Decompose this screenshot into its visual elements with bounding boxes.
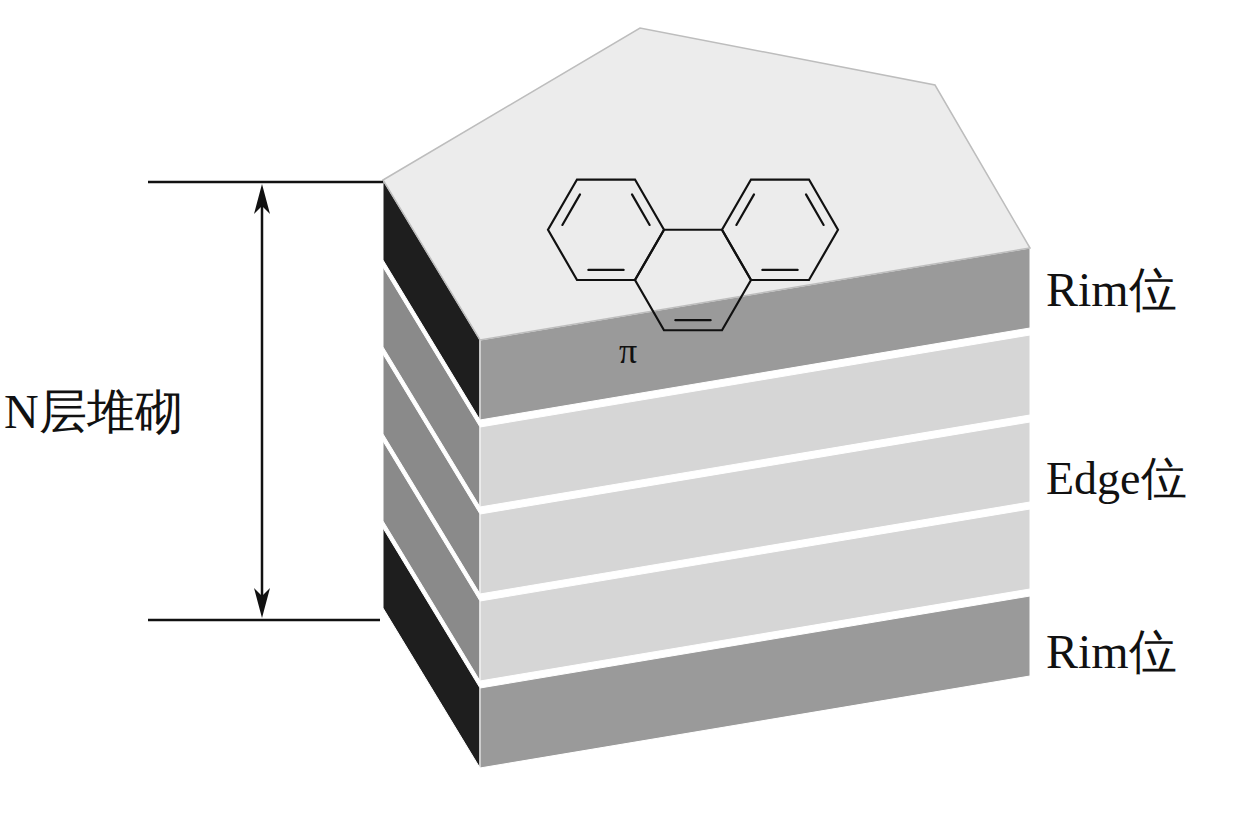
layer-stack — [383, 28, 1030, 768]
dimension-label: N层堆砌 — [4, 388, 183, 436]
double-bond — [806, 194, 824, 225]
bond-label: π — [619, 333, 637, 369]
ring-bond — [722, 180, 838, 280]
height-bracket — [148, 182, 383, 620]
ring-bond — [635, 230, 751, 330]
double-bond — [736, 194, 754, 225]
phenanthrene — [548, 180, 838, 331]
site-label: Rim位 — [1046, 628, 1177, 676]
ring-bond — [548, 180, 664, 280]
double-bond — [562, 194, 580, 225]
double-bond — [588, 269, 623, 271]
double-bond — [632, 194, 650, 225]
top-face — [383, 28, 1030, 340]
double-bond — [675, 319, 710, 321]
double-bond — [762, 269, 797, 271]
site-label: Rim位 — [1046, 266, 1177, 314]
site-label: Edge位 — [1046, 456, 1187, 502]
